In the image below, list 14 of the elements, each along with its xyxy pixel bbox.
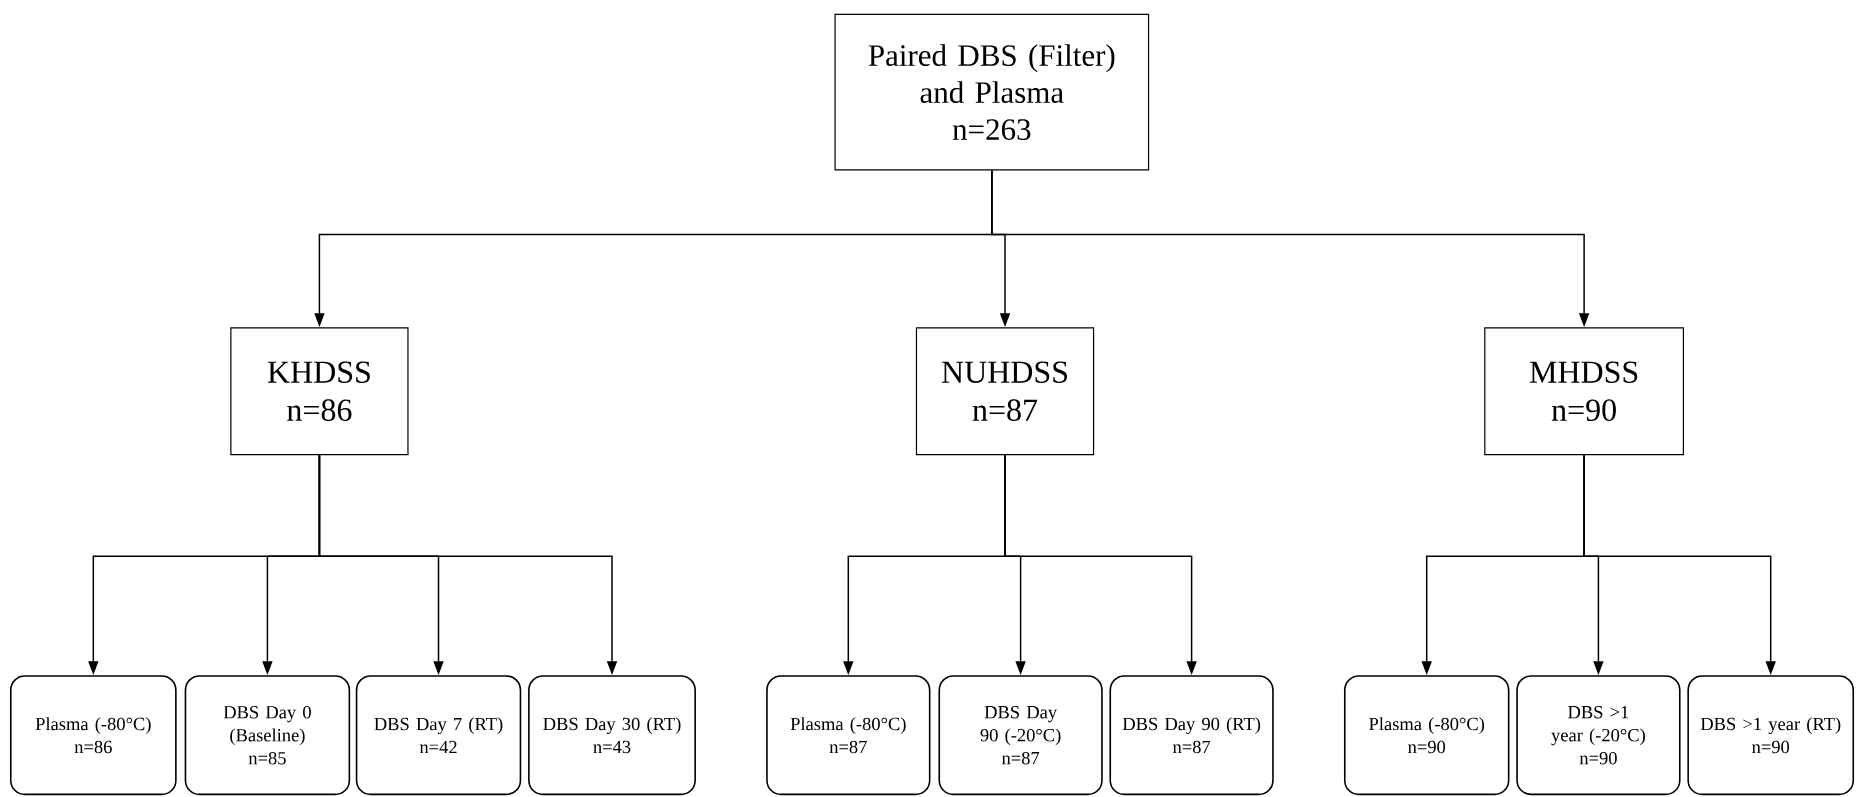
storage-box: DBS Day 90 (-20°C) n=87 xyxy=(938,675,1103,796)
storage-box: DBS >1 year (-20°C) n=90 xyxy=(1516,675,1681,796)
site-box: KHDSS n=86 xyxy=(230,327,409,456)
storage-box: DBS Day 0 (Baseline) n=85 xyxy=(184,675,351,796)
storage-box: DBS Day 7 (RT) n=42 xyxy=(355,675,522,796)
site-box: MHDSS n=90 xyxy=(1484,327,1684,456)
storage-box: Plasma (-80°C) n=86 xyxy=(9,675,177,796)
site-box: NUHDSS n=87 xyxy=(915,327,1095,456)
sample-box: Paired DBS (Filter) and Plasma n=263 xyxy=(834,13,1150,171)
storage-box: Plasma (-80°C) n=87 xyxy=(766,675,931,796)
storage-box: DBS >1 year (RT) n=90 xyxy=(1687,675,1855,796)
storage-box: DBS Day 30 (RT) n=43 xyxy=(528,675,696,796)
storage-box: DBS Day 90 (RT) n=87 xyxy=(1109,675,1274,796)
storage-box: Plasma (-80°C) n=90 xyxy=(1343,675,1510,796)
